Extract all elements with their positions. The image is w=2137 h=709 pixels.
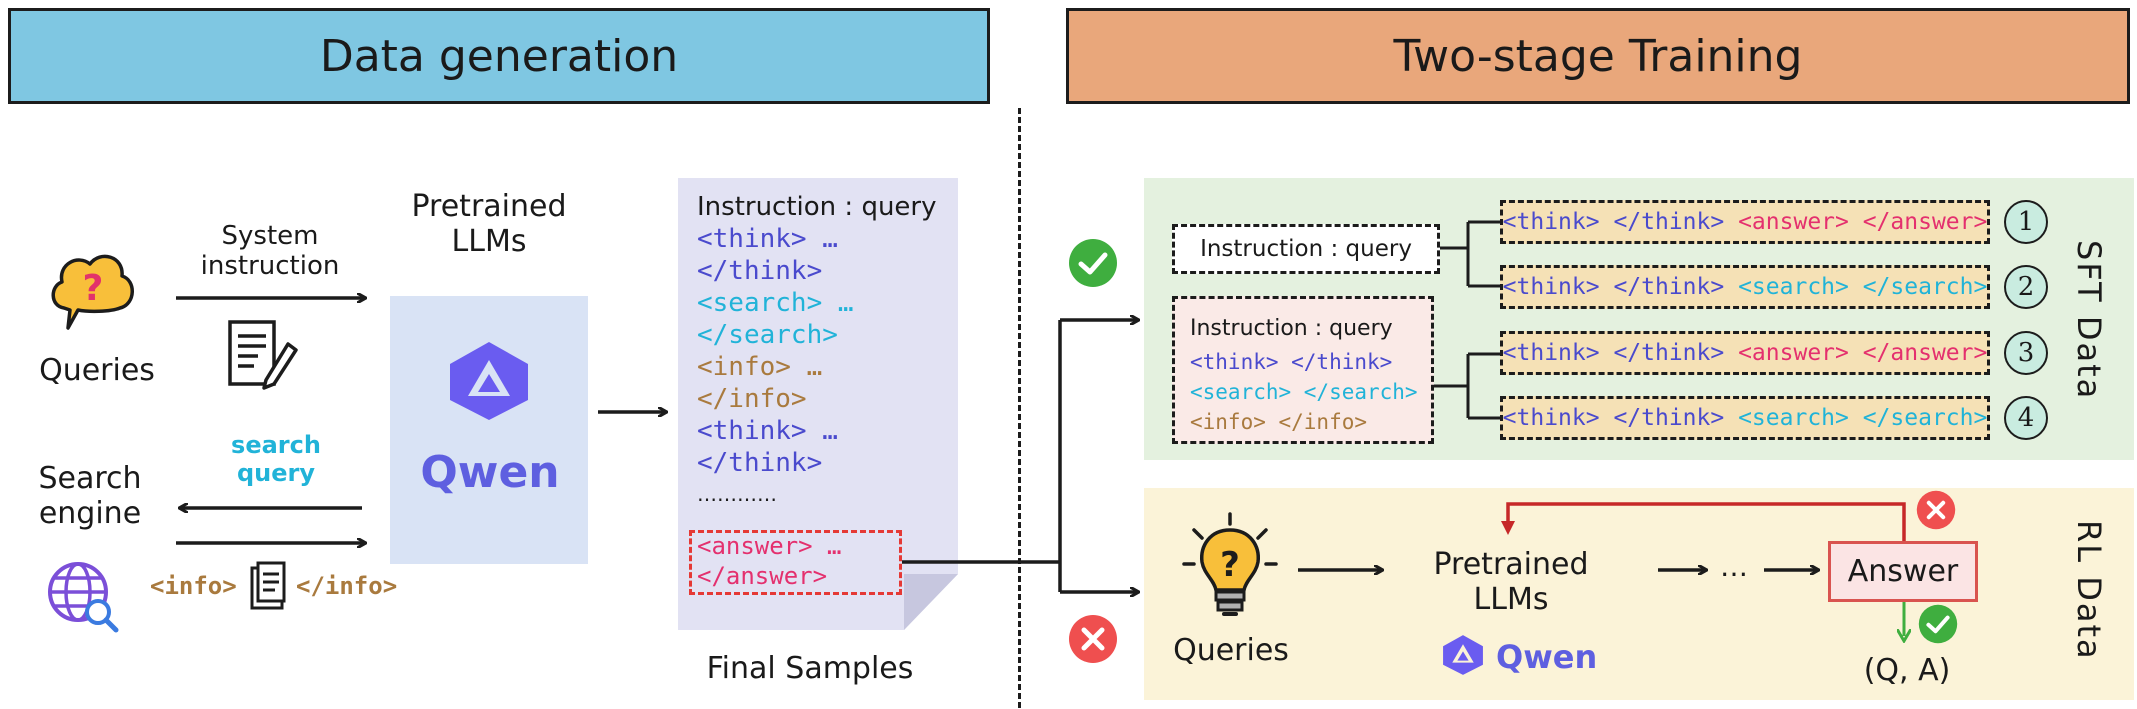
sft-row-4-number: 4 [2004, 396, 2048, 440]
rl-data-label: RL Data [2070, 520, 2108, 661]
sample-answer-open: <answer> … [697, 532, 842, 560]
sample-ellipsis: ………… [697, 482, 777, 506]
sample-search-open: <search> … [697, 288, 854, 318]
sample-instruction: Instruction : query [697, 192, 937, 222]
search-engine-label: Search engine [38, 461, 142, 531]
info-open-tag: <info> [150, 572, 237, 600]
sample-info-open: <info> … [697, 352, 823, 382]
final-samples-document [678, 178, 958, 630]
sft-row-4-think: <think> </think> [1502, 405, 1739, 431]
sft-instr2-line3: <search> </search> [1190, 380, 1418, 404]
sft-row-3: <think> </think> <answer> </answer> [1500, 331, 1990, 375]
sft-row-2: <think> </think> <search> </search> [1500, 265, 1990, 309]
sample-info-close: </info> [697, 384, 807, 414]
rl-qwen-logo-icon [1443, 635, 1483, 675]
two-stage-training-header: Two-stage Training [1066, 8, 2130, 104]
svg-text:?: ? [83, 268, 104, 309]
answer-label: Answer [1847, 554, 1959, 589]
lightbulb-icon: ? [1182, 512, 1278, 616]
two-stage-training-title: Two-stage Training [1393, 30, 1803, 82]
sft-data-label: SFT Data [2070, 240, 2108, 401]
rl-ellipsis: … [1720, 550, 1748, 583]
section-divider [1018, 108, 1021, 708]
sft-row-2-number: 2 [2004, 265, 2048, 309]
data-generation-header: Data generation [8, 8, 990, 104]
sft-row-1-think: <think> </think> [1502, 209, 1739, 235]
clipboard-icon [250, 561, 286, 610]
cross-icon [1069, 615, 1117, 663]
queries-label: Queries [39, 353, 155, 388]
sft-row-3-tail: <answer> </answer> [1738, 340, 1988, 366]
sft-instruction-1-text: Instruction : query [1200, 236, 1412, 262]
sample-think-close: </think> [697, 256, 823, 286]
search-query-label: search query [231, 431, 321, 487]
sft-row-3-number: 3 [2004, 331, 2048, 375]
sft-instr2-line2: <think> </think> [1190, 350, 1393, 374]
sample-search-close: </search> [697, 320, 838, 350]
check-icon [1069, 239, 1117, 287]
document-pen-icon [228, 320, 298, 390]
sft-row-2-think: <think> </think> [1502, 274, 1739, 300]
sft-row-3-think: <think> </think> [1502, 340, 1739, 366]
globe-search-icon [48, 562, 119, 633]
answer-highlight-box [689, 530, 902, 595]
answer-box: Answer [1828, 541, 1978, 602]
svg-text:?: ? [1220, 545, 1240, 585]
answer-check-icon [1918, 604, 1958, 644]
data-generation-title: Data generation [319, 30, 679, 82]
rl-queries-label: Queries [1173, 633, 1289, 668]
rl-pretrained-label: Pretrained LLMs [1433, 547, 1589, 617]
sft-row-4-tail: <search> </search> [1738, 405, 1988, 431]
qwen-logo-icon [450, 342, 528, 420]
rl-qwen-label: Qwen [1496, 638, 1598, 676]
qa-label: (Q, A) [1863, 653, 1951, 688]
sample-think2-close: </think> [697, 448, 823, 478]
sample-think2-open: <think> … [697, 416, 838, 446]
final-samples-caption: Final Samples [706, 651, 914, 686]
question-cloud-icon: ? [51, 254, 134, 330]
sft-instruction-box-2 [1172, 296, 1434, 444]
info-close-tag: </info> [296, 572, 398, 600]
sft-row-1-tail: <answer> </answer> [1738, 209, 1988, 235]
sft-row-1-number: 1 [2004, 200, 2048, 244]
pretrained-llm-box [390, 296, 588, 564]
sample-answer-close: </answer> [697, 562, 828, 590]
sft-row-4: <think> </think> <search> </search> [1500, 396, 1990, 440]
sample-think-open: <think> … [697, 224, 838, 254]
sft-instruction-box-1: Instruction : query [1172, 224, 1440, 274]
sft-row-2-tail: <search> </search> [1738, 274, 1988, 300]
sft-instr2-line4: <info> </info> [1190, 410, 1368, 434]
system-instruction-label: System instruction [200, 221, 340, 281]
feedback-cross-icon [1916, 490, 1956, 530]
qwen-label: Qwen [420, 447, 560, 498]
pretrained-llms-label: Pretrained LLMs [411, 189, 567, 259]
sft-row-1: <think> </think> <answer> </answer> [1500, 200, 1990, 244]
sft-instr2-line1: Instruction : query [1190, 316, 1393, 341]
